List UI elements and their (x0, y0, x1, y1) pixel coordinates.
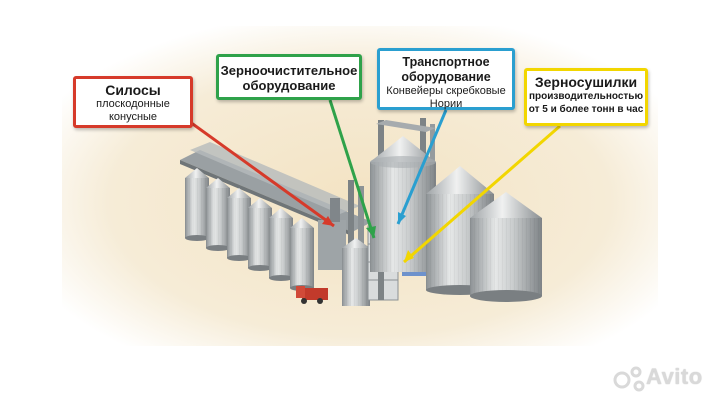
conveyor-gallery (180, 142, 372, 236)
callout-transport-title2: оборудование (401, 70, 491, 84)
callout-silos-title: Силосы (105, 82, 161, 98)
callout-silos-line1: плоскодонные (96, 98, 170, 110)
callout-transport-title1: Транспортное (402, 55, 490, 69)
callout-transport-line2: Нории (429, 98, 463, 110)
callout-transport-equipment: Транспортное оборудование Конвейеры скре… (377, 48, 515, 110)
small-silo-row (185, 168, 314, 291)
callout-dryers: Зерносушилки производительностью от 5 и … (524, 68, 648, 126)
callout-arrows (189, 99, 561, 264)
callout-cleaning-title2: оборудование (242, 78, 336, 93)
callout-dryers-line1: производительностью (529, 91, 643, 102)
callout-cleaning-title1: Зерноочистительное (220, 63, 358, 78)
callout-cleaning-equipment: Зерноочистительное оборудование (216, 54, 362, 100)
callout-transport-line1: Конвейеры скребковые (386, 85, 506, 97)
callout-silos: Силосы плоскодонные конусные (73, 76, 193, 128)
large-silo-3 (470, 192, 542, 302)
cleaning-equipment (318, 180, 370, 306)
truck (296, 286, 328, 304)
avito-logo-icon (613, 366, 645, 392)
watermark-text: Avito (646, 364, 703, 389)
callout-silos-line2: конусные (108, 111, 158, 123)
callout-dryers-line2: от 5 и более тонн в час (528, 104, 644, 115)
callout-dryers-title: Зерносушилки (534, 74, 638, 90)
